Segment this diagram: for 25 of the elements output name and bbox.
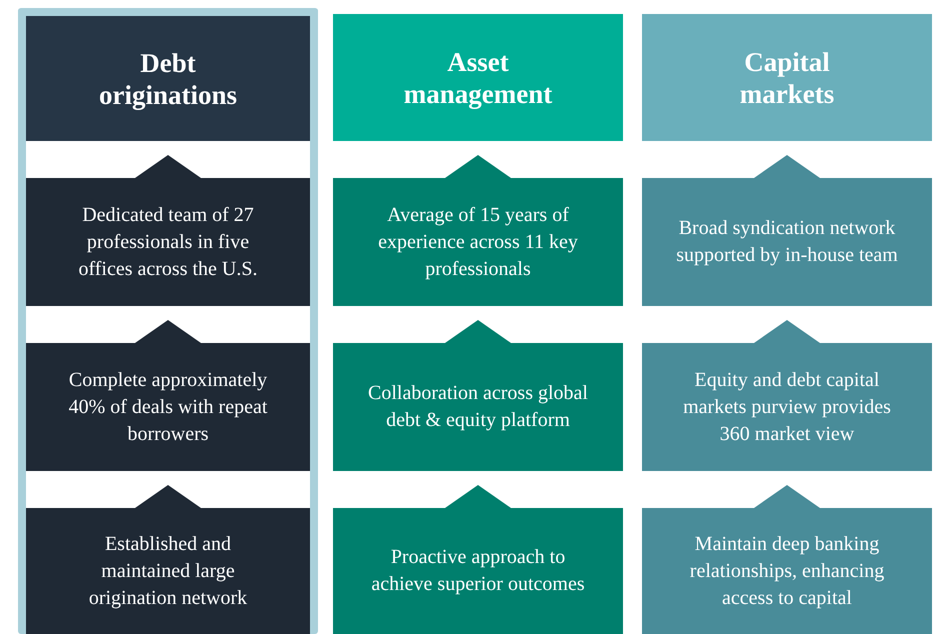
chevron-arrow xyxy=(445,320,511,343)
box-text: Equity and debt capital markets purview provides 360 market view xyxy=(682,368,892,446)
chevron-arrow xyxy=(445,155,511,178)
chevron-arrow xyxy=(445,485,511,508)
box-text: Proactive approach to achieve superior outcomes xyxy=(370,545,586,597)
header-box xyxy=(333,14,623,141)
column-frame xyxy=(18,8,318,634)
chevron-arrow xyxy=(135,155,201,178)
chevron-arrow xyxy=(754,320,820,343)
box-text: Broad syndication network supported by in-house team xyxy=(676,216,898,268)
chevron-arrow xyxy=(754,155,820,178)
header-box xyxy=(26,16,310,141)
box-text: Average of 15 years of experience across 11 key professionals xyxy=(377,202,579,282)
box-text: Established and maintained large origination network xyxy=(88,532,248,610)
box-text: Maintain deep banking relationships, enhancing access to capital xyxy=(688,532,886,610)
column-title: Debt originations xyxy=(98,46,238,110)
column-title: Asset management xyxy=(402,46,554,110)
header-box xyxy=(642,14,932,141)
box-text: Collaboration across global debt & equity platform xyxy=(367,381,589,433)
box-text: Complete approximately 40% of deals with repeat borrowers xyxy=(68,368,268,446)
chevron-arrow xyxy=(754,485,820,508)
box-text: Dedicated team of 27 professionals in five offices across the U.S. xyxy=(77,202,259,282)
chevron-arrow xyxy=(135,485,201,508)
chevron-arrow xyxy=(135,320,201,343)
column-title: Capital markets xyxy=(738,46,836,110)
